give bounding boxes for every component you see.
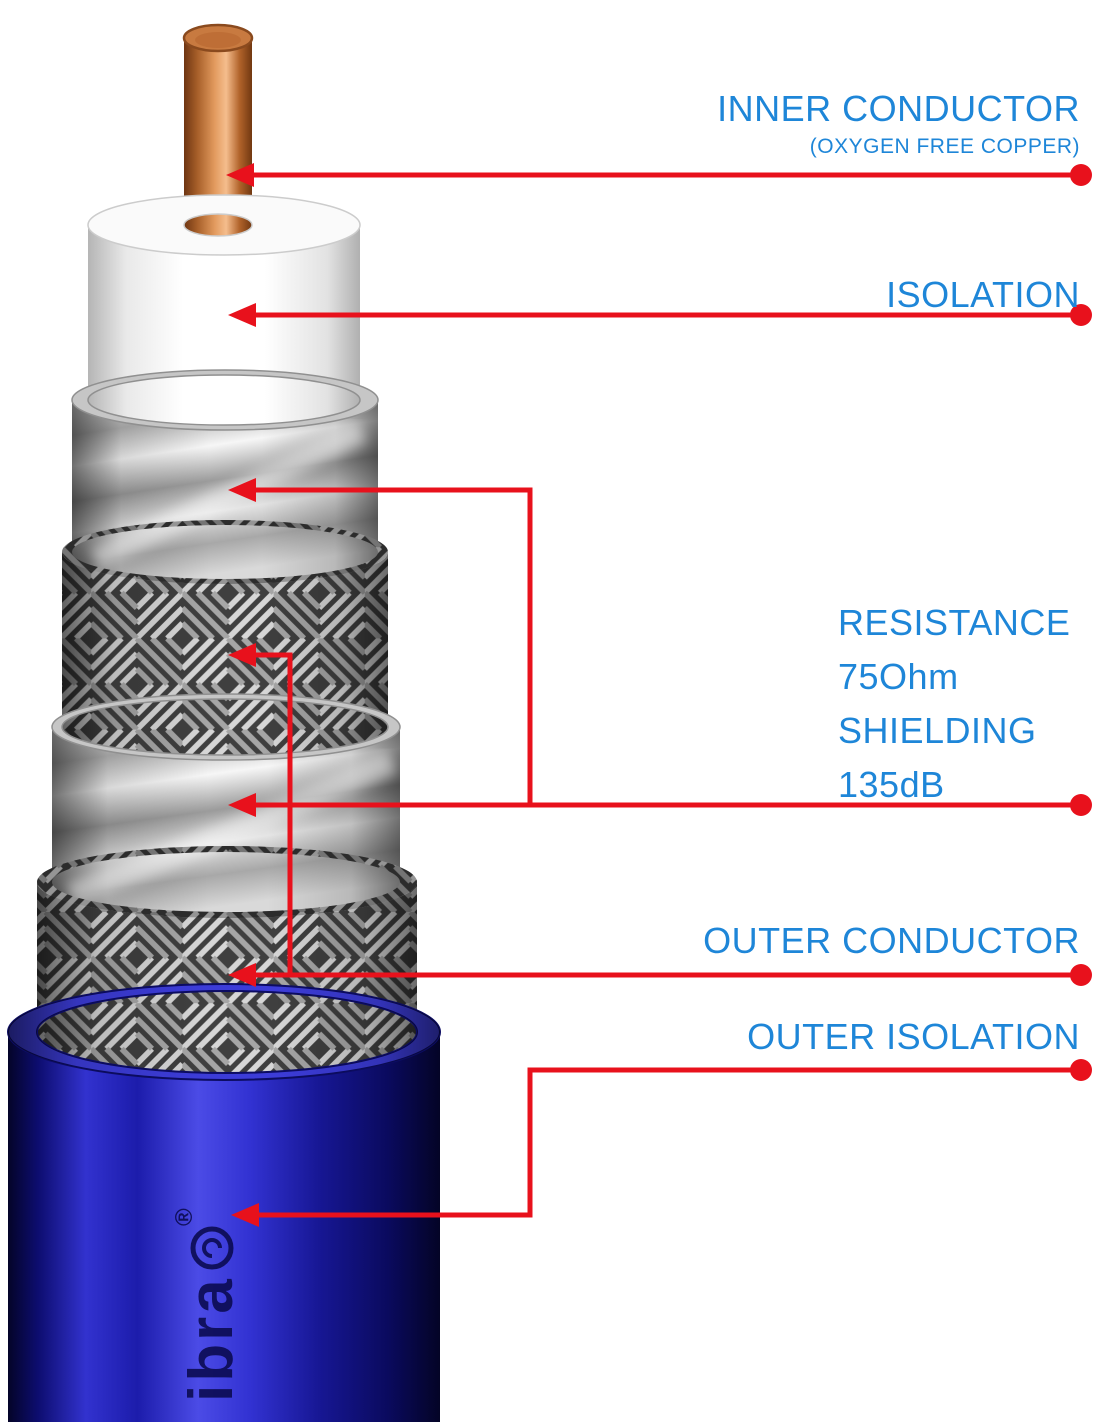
- label-outer-isolation: OUTER ISOLATION: [747, 1016, 1080, 1058]
- pointer-arrowheads: [226, 163, 259, 1227]
- pointer-endpoint-dots: [1070, 164, 1092, 1081]
- arrowhead-foil-2: [228, 793, 256, 817]
- pointer-dot-outer-isolation: [1070, 1059, 1092, 1081]
- resistance-line-3: SHIELDING: [838, 710, 1037, 751]
- pointer-line-outer-isolation: [257, 1067, 1081, 1218]
- arrowhead-braid-1: [228, 643, 256, 667]
- pointer-dot-outer-conductor: [1070, 964, 1092, 986]
- layer-braid-shield-2: [37, 846, 417, 1080]
- outer-isolation-title: OUTER ISOLATION: [747, 1016, 1080, 1057]
- pointer-line-outer-conductor: [254, 652, 1081, 978]
- pointer-dot-inner-conductor: [1070, 164, 1092, 186]
- isolation-title: ISOLATION: [886, 274, 1080, 315]
- label-isolation: ISOLATION: [886, 274, 1080, 316]
- pointer-dot-isolation: [1070, 304, 1092, 326]
- pointer-dot-resistance-shielding: [1070, 794, 1092, 816]
- arrowhead-inner-conductor: [226, 163, 254, 187]
- arrowhead-outer-isolation: [231, 1203, 259, 1227]
- resistance-line-2: 75Ohm: [838, 656, 959, 697]
- layer-foil-shield-2: [51, 693, 401, 918]
- brand-logo-mark-icon: [190, 1226, 234, 1270]
- label-resistance-shielding: RESISTANCE 75Ohm SHIELDING 135dB: [838, 596, 1070, 812]
- resistance-line-4: 135dB: [838, 764, 945, 805]
- layer-braid-shield-1: [61, 519, 389, 760]
- pointer-lines: [252, 172, 1081, 1218]
- layer-foil-shield-1: [71, 369, 379, 584]
- inner-conductor-subtitle: (OXYGEN FREE COPPER): [809, 135, 1080, 158]
- brand-logo-text: ibra: [177, 1276, 246, 1402]
- resistance-line-1: RESISTANCE: [838, 602, 1071, 643]
- pointer-line-resistance-shielding: [254, 487, 1081, 808]
- brand-registered-mark: ®: [171, 1208, 198, 1226]
- label-outer-conductor: OUTER CONDUCTOR: [703, 920, 1080, 962]
- outer-conductor-title: OUTER CONDUCTOR: [703, 920, 1080, 961]
- layer-outer-isolation-jacket: [6, 983, 442, 1422]
- arrowhead-foil-1: [228, 478, 256, 502]
- label-inner-conductor: INNER CONDUCTOR (OXYGEN FREE COPPER): [717, 88, 1080, 159]
- inner-conductor-title: INNER CONDUCTOR: [717, 88, 1080, 129]
- brand-logo: ibra ®: [171, 1208, 246, 1402]
- arrowhead-braid-2: [228, 963, 256, 987]
- arrowhead-isolation: [228, 303, 256, 327]
